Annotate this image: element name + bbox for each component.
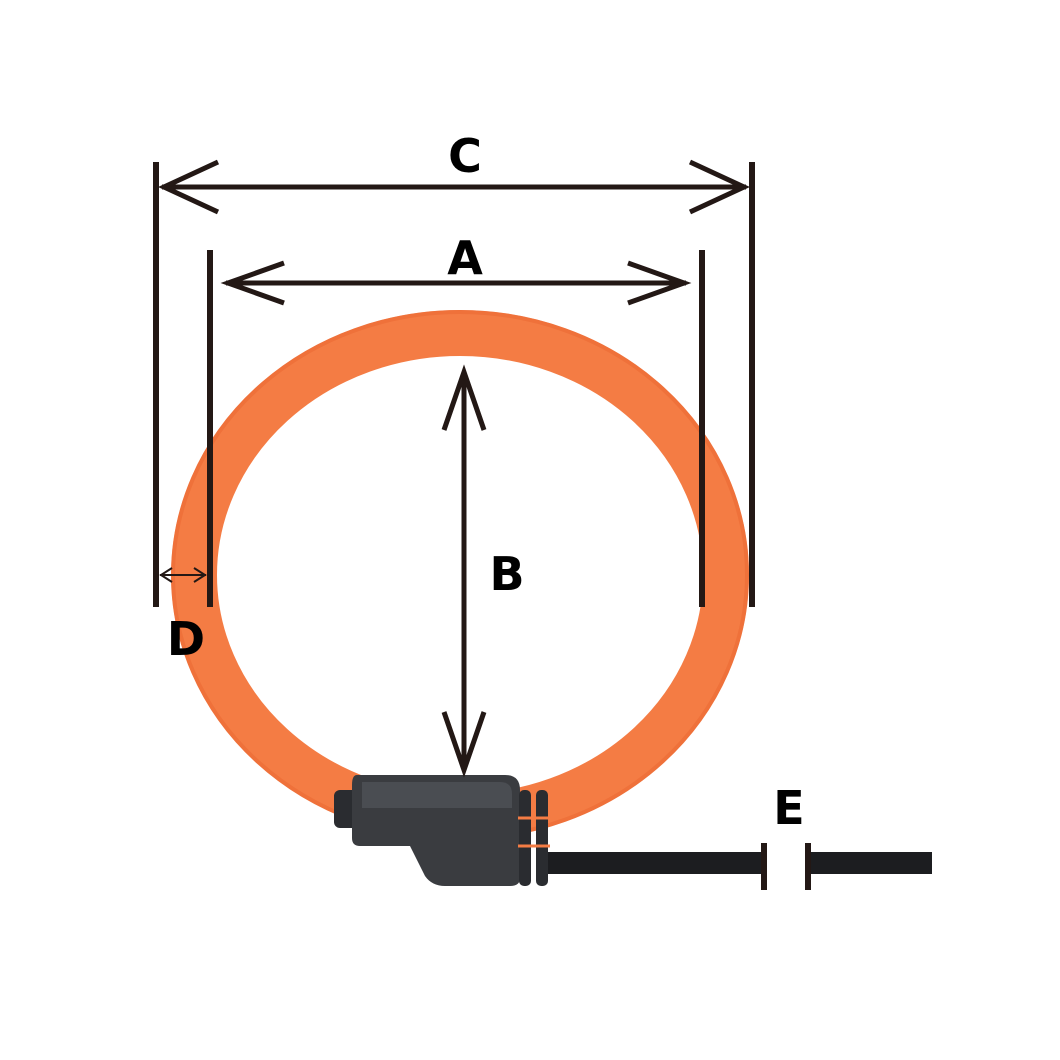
- connector-ring-2: [536, 790, 548, 886]
- dimension-c-arrow-left: [158, 159, 220, 215]
- dimension-a-arrow-right: [627, 260, 692, 306]
- connector-highlight: [362, 782, 512, 808]
- dimension-a-label: A: [447, 231, 483, 285]
- dimension-b-label: B: [489, 547, 524, 601]
- dimension-b-arrow-top: [441, 364, 487, 431]
- dimension-a-arrow-left: [220, 260, 285, 306]
- dimension-c-label: C: [448, 129, 482, 183]
- coil-connector: [334, 775, 550, 886]
- dimension-lines: [153, 159, 811, 890]
- dimension-e-label: E: [773, 781, 804, 835]
- dimension-d-arrow-right: [193, 567, 207, 583]
- dimension-c-arrow-right: [688, 159, 750, 215]
- dimension-b-arrow-bottom: [441, 711, 487, 778]
- coil-ring: [171, 310, 749, 840]
- dimension-d-arrow-left: [159, 567, 173, 583]
- dimension-d-label: D: [167, 612, 205, 666]
- dimension-labels: C A B D E: [167, 129, 805, 835]
- connector-ring-1: [519, 790, 531, 886]
